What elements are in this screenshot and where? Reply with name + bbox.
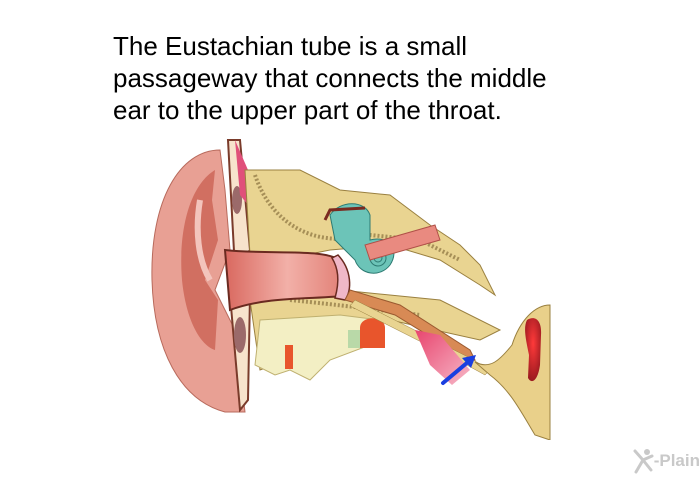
logo-text: -Plain (653, 451, 700, 470)
pointer-arrow-icon (441, 355, 476, 385)
x-plain-logo: -Plain (632, 446, 700, 476)
eardrum (330, 254, 351, 301)
caption-line-1: The Eustachian tube is a small (113, 31, 468, 61)
caption: The Eustachian tube is a small passagewa… (113, 30, 583, 126)
vessel-green (348, 330, 360, 348)
caption-line-3: ear to the upper part of the throat. (113, 95, 502, 125)
fat-tissue (226, 139, 252, 413)
ear-anatomy-illustration (151, 139, 551, 440)
x-plain-figure-icon (633, 449, 654, 474)
caption-line-2: passageway that connects the middle (113, 63, 547, 93)
auditory-nerve (364, 224, 441, 261)
vessel-orange-1 (285, 345, 293, 369)
vessel-orange-2 (360, 318, 385, 348)
outer-ear (151, 149, 246, 413)
throat (474, 304, 551, 440)
throat-cavity (525, 318, 542, 382)
